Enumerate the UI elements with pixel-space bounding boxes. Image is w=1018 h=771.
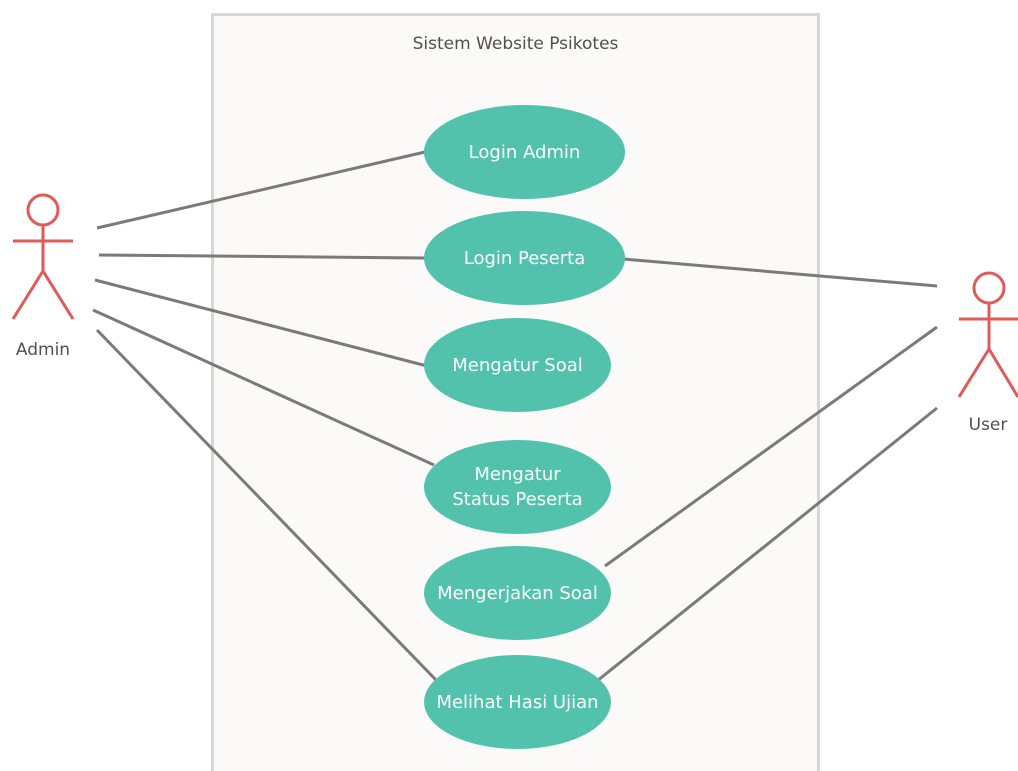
- use-case-label: Mengatur Status Peserta: [452, 464, 583, 510]
- edge-admin-login-peserta: [98, 253, 426, 260]
- use-case-mengerjakan-soal[interactable]: Mengerjakan Soal: [424, 546, 611, 640]
- edge-user-login-peserta: [622, 257, 938, 288]
- admin-actor-label: Admin: [15, 340, 71, 360]
- edge-admin-mengatur-status-peserta: [92, 308, 435, 467]
- edge-user-melihat-hasil-ujian: [596, 406, 938, 683]
- use-case-label: Melihat Hasi Ujian: [436, 691, 599, 713]
- use-case-label: Mengerjakan Soal: [437, 582, 598, 604]
- use-case-label: Login Peserta: [463, 247, 586, 269]
- user-actor-label: User: [968, 415, 1008, 435]
- use-case-login-peserta[interactable]: Login Peserta: [424, 211, 625, 305]
- system-title: Sistem Website Psikotes: [412, 34, 619, 54]
- use-case-label: Mengatur Soal: [452, 354, 583, 376]
- use-case-melihat-hasil-ujian[interactable]: Melihat Hasi Ujian: [424, 655, 611, 749]
- use-case-mengatur-soal[interactable]: Mengatur Soal: [424, 318, 611, 412]
- edge-admin-login-admin: [96, 150, 426, 230]
- admin-actor-icon[interactable]: [8, 193, 78, 323]
- use-case-mengatur-status-peserta[interactable]: Mengatur Status Peserta: [424, 440, 611, 534]
- use-case-label: Login Admin: [468, 141, 581, 163]
- edge-admin-mengatur-soal: [94, 278, 428, 368]
- user-actor-icon[interactable]: [955, 270, 1018, 400]
- edge-admin-melihat-hasil-ujian: [95, 328, 438, 682]
- edge-user-mengerjakan-soal: [604, 325, 938, 568]
- use-case-login-admin[interactable]: Login Admin: [424, 105, 625, 199]
